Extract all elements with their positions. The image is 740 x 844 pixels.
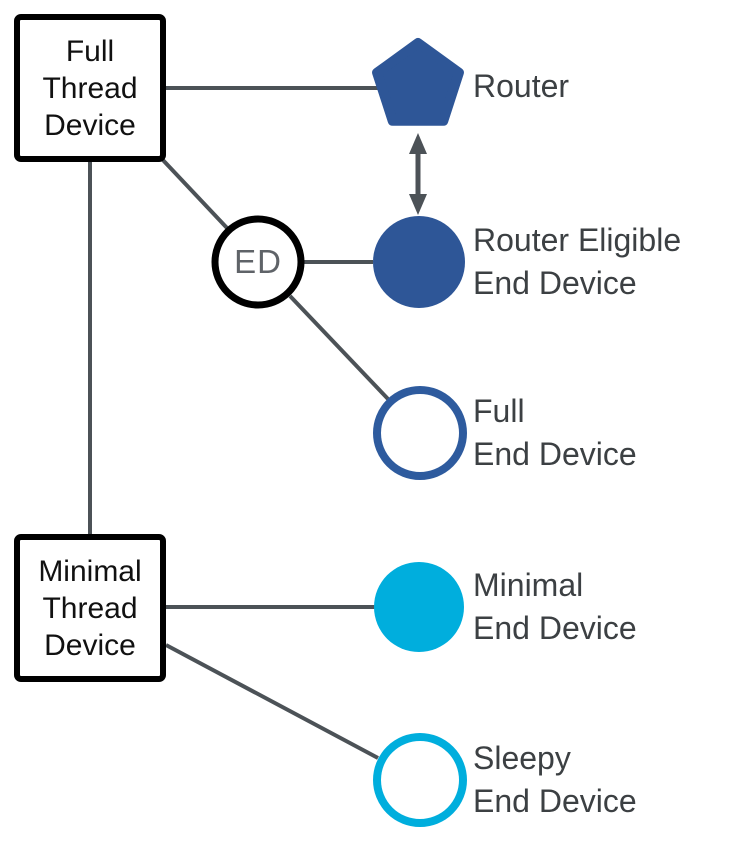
minimal-end-device-label-line1: Minimal <box>473 567 584 603</box>
link-ed-fed <box>288 294 390 401</box>
ed-badge-circle <box>211 215 305 309</box>
full-thread-device-label-line3: Device <box>44 108 136 142</box>
minimal-thread-device-label-line3: Device <box>44 628 136 662</box>
router-label: Router <box>473 68 570 104</box>
minimal-end-device-label-line2: End Device <box>473 610 637 646</box>
link-ftd-ed <box>159 156 229 230</box>
sleepy-end-device-circle <box>373 733 467 827</box>
full-thread-device-label-line1: Full <box>65 34 115 68</box>
sleepy-end-device-label-line1: Sleepy <box>473 740 571 776</box>
router-pentagon-icon <box>372 38 464 126</box>
full-end-device-label-line2: End Device <box>473 436 637 472</box>
router-eligible-end-device-label: Router Eligible End Device <box>473 219 681 305</box>
minimal-end-device-label: Minimal End Device <box>473 564 637 650</box>
full-end-device-circle <box>373 386 467 480</box>
minimal-thread-device-label-line2: Thread <box>42 591 138 625</box>
minimal-end-device-circle <box>374 562 464 652</box>
sleepy-end-device-label-line2: End Device <box>473 783 637 819</box>
ed-badge-label: ED <box>234 243 282 280</box>
minimal-thread-device-label-line1: Minimal <box>38 554 142 588</box>
router-eligible-end-device-circle <box>373 216 465 308</box>
full-end-device-label: Full End Device <box>473 390 637 476</box>
minimal-thread-device-box: Minimal Thread Device <box>14 534 166 682</box>
router-eligible-end-device-label-line1: Router Eligible <box>473 222 682 258</box>
bidirectional-arrow-icon <box>409 133 427 215</box>
full-end-device-label-line1: Full <box>473 393 525 429</box>
full-thread-device-label-line2: Thread <box>42 71 138 105</box>
sleepy-end-device-label: Sleepy End Device <box>473 737 637 823</box>
link-mtd-sed <box>165 643 379 760</box>
full-thread-device-box: Full Thread Device <box>14 14 166 162</box>
router-eligible-end-device-label-line2: End Device <box>473 265 637 301</box>
